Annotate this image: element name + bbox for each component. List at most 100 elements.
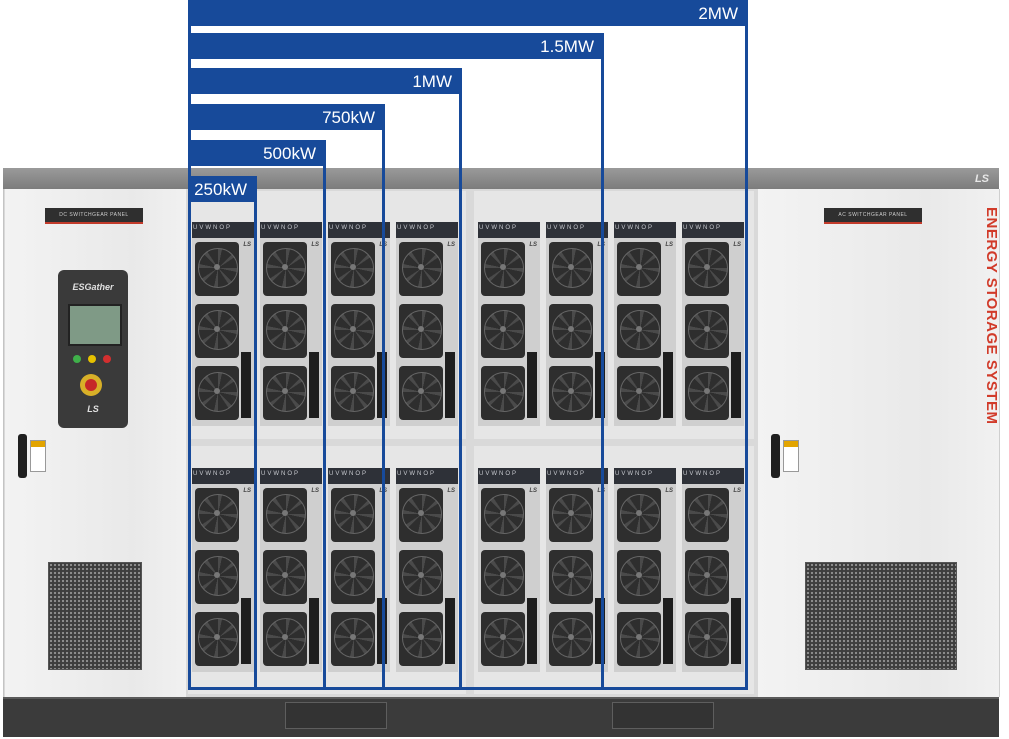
cooling-fan-icon: [685, 488, 729, 542]
cooling-fan-icon: [263, 304, 307, 358]
module-terminal-header: UVWNOP: [192, 468, 254, 484]
module-terminal-header: UVWNOP: [396, 222, 458, 238]
energy-storage-system-label: ENERGY STORAGE SYSTEM: [983, 207, 1000, 425]
cooling-fan-icon: [617, 242, 661, 296]
terminal-letters: UVWNOP: [547, 471, 586, 477]
module-terminal-header: UVWNOP: [396, 468, 458, 484]
cooling-fan-icon: [331, 550, 375, 604]
terminal-letters: UVWNOP: [261, 471, 300, 477]
capacity-header-bar: [188, 176, 257, 202]
module-brand: LS: [529, 488, 537, 494]
module-connector-block: [663, 352, 673, 418]
cooling-fan-icon: [481, 304, 525, 358]
power-module: UVWNOP LS: [192, 468, 254, 672]
module-terminal-header: UVWNOP: [546, 468, 608, 484]
module-brand: LS: [665, 242, 673, 248]
terminal-letters: UVWNOP: [547, 225, 586, 231]
capacity-header-bar: [188, 0, 748, 26]
module-terminal-header: UVWNOP: [546, 222, 608, 238]
module-terminal-header: UVWNOP: [614, 468, 676, 484]
capacity-label: 500kW: [263, 144, 316, 163]
capacity-frame: [188, 176, 257, 690]
hmi-screen[interactable]: [68, 304, 122, 346]
cabinet-base: [3, 697, 999, 737]
module-brand: LS: [665, 488, 673, 494]
right-warning-label: [783, 440, 799, 472]
module-connector-block: [595, 598, 605, 664]
cooling-fan-icon: [263, 242, 307, 296]
cooling-fan-icon: [263, 612, 307, 666]
module-brand: LS: [311, 488, 319, 494]
left-vent-grille: [48, 562, 142, 670]
cooling-fan-icon: [549, 242, 593, 296]
cooling-fan-icon: [195, 242, 239, 296]
capacity-header-bar: [188, 104, 385, 130]
terminal-letters: UVWNOP: [683, 225, 722, 231]
right-door-handle[interactable]: [771, 434, 780, 478]
module-connector-block: [595, 352, 605, 418]
power-module: UVWNOP LS: [682, 468, 744, 672]
module-connector-block: [527, 598, 537, 664]
terminal-letters: UVWNOP: [479, 471, 518, 477]
cooling-fan-icon: [481, 366, 525, 420]
module-connector-block: [309, 598, 319, 664]
cooling-fan-icon: [195, 304, 239, 358]
module-terminal-header: UVWNOP: [478, 468, 540, 484]
cooling-fan-icon: [195, 550, 239, 604]
cooling-fan-icon: [399, 612, 443, 666]
terminal-letters: UVWNOP: [615, 471, 654, 477]
terminal-letters: UVWNOP: [397, 225, 436, 231]
cooling-fan-icon: [617, 612, 661, 666]
module-terminal-header: UVWNOP: [192, 222, 254, 238]
left-door-handle[interactable]: [18, 434, 27, 478]
base-forklift-slot-right: [612, 702, 714, 729]
module-connector-block: [445, 352, 455, 418]
module-brand: LS: [311, 242, 319, 248]
terminal-letters: UVWNOP: [193, 471, 232, 477]
capacity-label: 1.5MW: [540, 37, 594, 56]
cooling-fan-icon: [617, 366, 661, 420]
cooling-fan-icon: [399, 366, 443, 420]
terminal-letters: UVWNOP: [329, 471, 368, 477]
module-connector-block: [731, 352, 741, 418]
base-forklift-slot-left: [285, 702, 387, 729]
cooling-fan-icon: [481, 612, 525, 666]
power-module: UVWNOP LS: [478, 468, 540, 672]
terminal-letters: UVWNOP: [683, 471, 722, 477]
module-terminal-header: UVWNOP: [260, 468, 322, 484]
yellow-led-icon: [88, 355, 96, 363]
capacity-label: 250kW: [194, 180, 247, 199]
module-connector-block: [241, 598, 251, 664]
hmi-ls-logo: LS: [87, 404, 99, 414]
cooling-fan-icon: [399, 242, 443, 296]
module-terminal-header: UVWNOP: [328, 468, 390, 484]
module-brand: LS: [243, 488, 251, 494]
module-brand: LS: [733, 488, 741, 494]
capacity-header-bar: [188, 68, 462, 94]
cooling-fan-icon: [617, 550, 661, 604]
module-connector-block: [241, 352, 251, 418]
cooling-fan-icon: [331, 366, 375, 420]
power-module: UVWNOP LS: [260, 468, 322, 672]
cooling-fan-icon: [263, 550, 307, 604]
green-led-icon: [73, 355, 81, 363]
cooling-fan-icon: [549, 550, 593, 604]
capacity-label: 750kW: [322, 108, 375, 127]
cooling-fan-icon: [685, 366, 729, 420]
module-connector-block: [309, 352, 319, 418]
ac-switchgear-plate: AC SWITCHGEAR PANEL: [824, 208, 922, 224]
cooling-fan-icon: [263, 488, 307, 542]
module-terminal-header: UVWNOP: [614, 222, 676, 238]
dc-switchgear-plate: DC SWITCHGEAR PANEL: [45, 208, 143, 224]
module-terminal-header: UVWNOP: [328, 222, 390, 238]
power-module: UVWNOP LS: [614, 222, 676, 426]
cooling-fan-icon: [549, 488, 593, 542]
cooling-fan-icon: [331, 612, 375, 666]
